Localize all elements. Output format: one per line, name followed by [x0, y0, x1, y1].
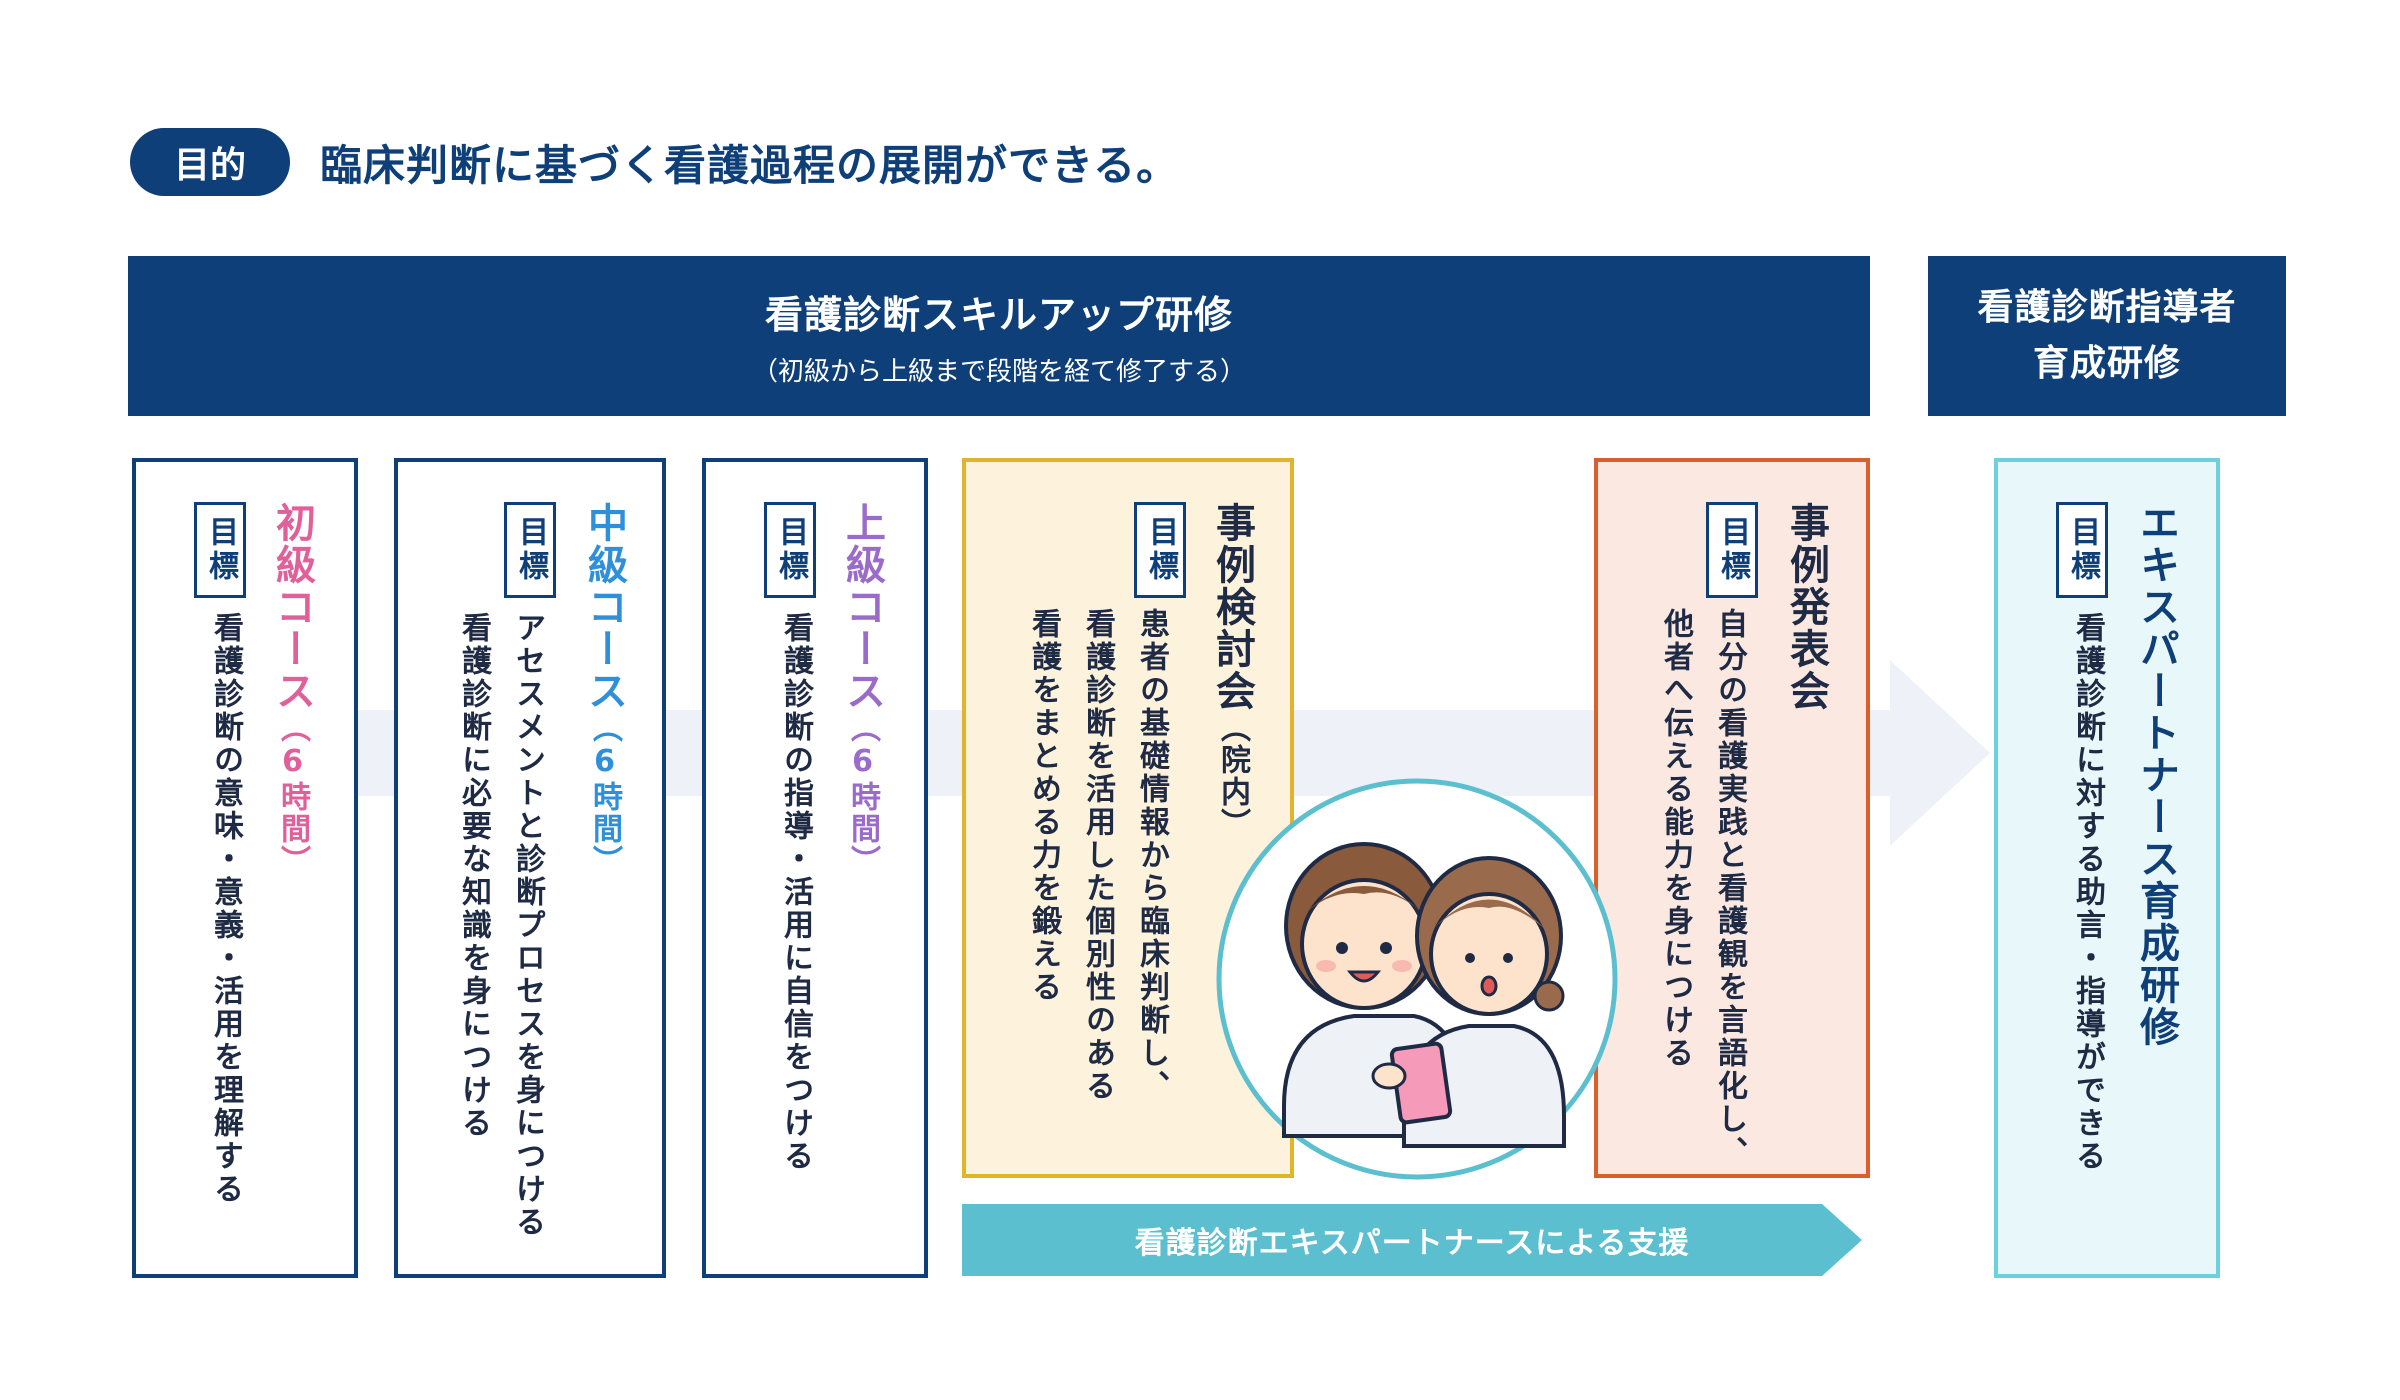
nurses-illustration — [1216, 778, 1618, 1180]
case-study-goal: 患者の基礎情報から臨床判断し、看護診断を活用した個別性のある看護をまとめる力を鍛… — [1026, 608, 1169, 1103]
course-goal-advanced: 看護診断の指導・活用に自信をつける — [778, 612, 813, 1173]
purpose-text: 臨床判断に基づく看護過程の展開ができる。 — [320, 140, 1180, 190]
case-presentation-title: 事例発表会 — [1783, 502, 1829, 712]
goal-tag: 目標 — [1706, 502, 1758, 598]
case-presentation-goal: 自分の看護実践と看護観を言語化し、他者へ伝える能力を身につける — [1658, 608, 1747, 1169]
course-title-intermediate: 中級コース（6時間） — [581, 502, 627, 877]
skillup-training-subtitle: （初級から上級まで段階を経て修了する） — [751, 357, 1246, 387]
goal-tag: 目標 — [764, 502, 816, 598]
skillup-training-title: 看護診断スキルアップ研修 — [764, 293, 1233, 337]
case-study-title: 事例検討会（院内） — [1209, 502, 1255, 840]
expert-training-goal: 看護診断に対する助言・指導ができる — [2070, 612, 2105, 1173]
expert-training-box: 目標 エキスパートナース育成研修 看護診断に対する助言・指導ができる — [1994, 458, 2220, 1278]
goal-tag: 目標 — [194, 502, 246, 598]
course-box-intermediate: 目標 中級コース（6時間） アセスメントと診断プロセスを身につける看護診断に必要… — [394, 458, 666, 1278]
course-title-beginner: 初級コース（6時間） — [269, 502, 315, 877]
course-goal-beginner: 看護診断の意味・意義・活用を理解する — [208, 612, 243, 1206]
case-presentation-box: 目標 事例発表会 自分の看護実践と看護観を言語化し、他者へ伝える能力を身につける — [1594, 458, 1870, 1178]
goal-tag: 目標 — [1134, 502, 1186, 598]
support-label: 看護診断エキスパートナースによる支援 — [1134, 1226, 1690, 1261]
expert-training-title: エキスパートナース育成研修 — [2133, 502, 2179, 1048]
course-box-advanced: 目標 上級コース（6時間） 看護診断の指導・活用に自信をつける — [702, 458, 928, 1278]
case-study-box: 目標 事例検討会（院内） 患者の基礎情報から臨床判断し、看護診断を活用した個別性… — [962, 458, 1294, 1178]
progression-arrow-head — [1890, 660, 1990, 846]
instructor-training-banner: 看護診断指導者 育成研修 — [1928, 256, 2286, 416]
goal-tag: 目標 — [504, 502, 556, 598]
instructor-training-title-line2: 育成研修 — [2032, 343, 2181, 384]
course-goal-intermediate: アセスメントと診断プロセスを身につける看護診断に必要な知識を身につける — [456, 612, 545, 1239]
support-arrow — [962, 1204, 1862, 1276]
instructor-training-title-line1: 看護診断指導者 — [1977, 287, 2237, 328]
purpose-label: 目的 — [130, 128, 290, 196]
goal-tag: 目標 — [2056, 502, 2108, 598]
course-title-advanced: 上級コース（6時間） — [839, 502, 885, 877]
skillup-training-banner: 看護診断スキルアップ研修 （初級から上級まで段階を経て修了する） — [128, 256, 1870, 416]
course-box-beginner: 目標 初級コース（6時間） 看護診断の意味・意義・活用を理解する — [132, 458, 358, 1278]
